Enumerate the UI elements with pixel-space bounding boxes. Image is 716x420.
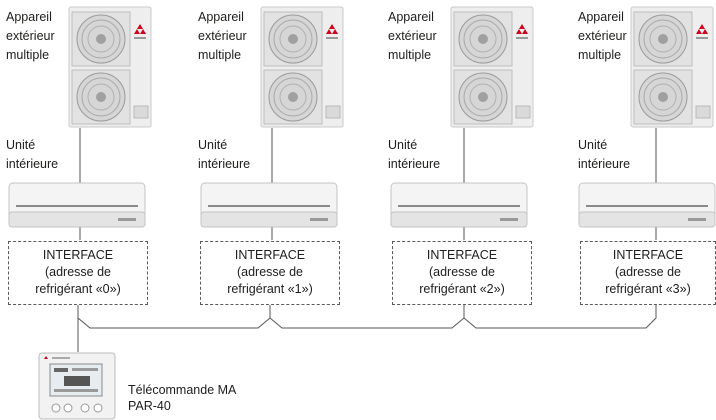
- indoor-label-line: intérieure: [6, 157, 59, 171]
- indoor-unit-image: [578, 182, 716, 228]
- outdoor-label-line: Appareil: [388, 10, 434, 24]
- interface-title: INTERFACE: [234, 248, 306, 262]
- outdoor-unit-image: [260, 6, 344, 128]
- indoor-unit-image: [390, 182, 528, 228]
- outdoor-unit-label: Appareil extérieur multiple: [578, 8, 627, 65]
- interface-address-line: refrigérant «0»): [35, 282, 121, 296]
- indoor-label-line: intérieure: [388, 157, 441, 171]
- interface-title: INTERFACE: [426, 248, 498, 262]
- indoor-unit-image: [8, 182, 146, 228]
- interface-address-line: (adresse de: [44, 265, 111, 279]
- interface-title: INTERFACE: [612, 248, 684, 262]
- indoor-unit-label: Unité intérieure: [578, 136, 630, 174]
- remote-controller-label: Télécommande MA PAR-40: [128, 382, 236, 414]
- remote-model-label: PAR-40: [128, 399, 171, 413]
- outdoor-label-line: extérieur: [6, 29, 55, 43]
- interface-address-line: (adresse de: [236, 265, 303, 279]
- outdoor-unit-image: [68, 6, 152, 128]
- outdoor-label-line: Appareil: [198, 10, 244, 24]
- indoor-unit-label: Unité intérieure: [198, 136, 250, 174]
- outdoor-unit-label: Appareil extérieur multiple: [388, 8, 437, 65]
- outdoor-label-line: multiple: [6, 48, 50, 62]
- interface-address-line: (adresse de: [614, 265, 681, 279]
- interface-address-line: (adresse de: [428, 265, 495, 279]
- outdoor-unit-label: Appareil extérieur multiple: [6, 8, 55, 65]
- indoor-unit-label: Unité intérieure: [388, 136, 440, 174]
- interface-box: INTERFACE (adresse de refrigérant «0»): [8, 241, 148, 305]
- interface-box: INTERFACE (adresse de refrigérant «1»): [200, 241, 340, 305]
- interface-box: INTERFACE (adresse de refrigérant «3»): [580, 241, 716, 305]
- interface-box: INTERFACE (adresse de refrigérant «2»): [392, 241, 532, 305]
- outdoor-label-line: extérieur: [198, 29, 247, 43]
- interface-address-line: refrigérant «3»): [605, 282, 691, 296]
- outdoor-label-line: multiple: [578, 48, 622, 62]
- outdoor-unit-image: [630, 6, 714, 128]
- indoor-label-line: intérieure: [198, 157, 251, 171]
- outdoor-unit-label: Appareil extérieur multiple: [198, 8, 247, 65]
- indoor-label-line: Unité: [578, 138, 608, 152]
- interface-address-line: refrigérant «1»): [227, 282, 313, 296]
- outdoor-label-line: extérieur: [578, 29, 627, 43]
- outdoor-label-line: multiple: [198, 48, 242, 62]
- outdoor-label-line: multiple: [388, 48, 432, 62]
- remote-label-line: Télécommande MA: [128, 383, 237, 397]
- interface-address-line: refrigérant «2»): [419, 282, 505, 296]
- indoor-unit-image: [200, 182, 338, 228]
- remote-controller-image: [38, 352, 116, 420]
- outdoor-label-line: Appareil: [578, 10, 624, 24]
- interface-title: INTERFACE: [42, 248, 114, 262]
- indoor-label-line: intérieure: [578, 157, 631, 171]
- indoor-label-line: Unité: [388, 138, 418, 152]
- outdoor-unit-image: [450, 6, 534, 128]
- outdoor-label-line: Appareil: [6, 10, 52, 24]
- indoor-unit-label: Unité intérieure: [6, 136, 58, 174]
- outdoor-label-line: extérieur: [388, 29, 437, 43]
- indoor-label-line: Unité: [198, 138, 228, 152]
- indoor-label-line: Unité: [6, 138, 36, 152]
